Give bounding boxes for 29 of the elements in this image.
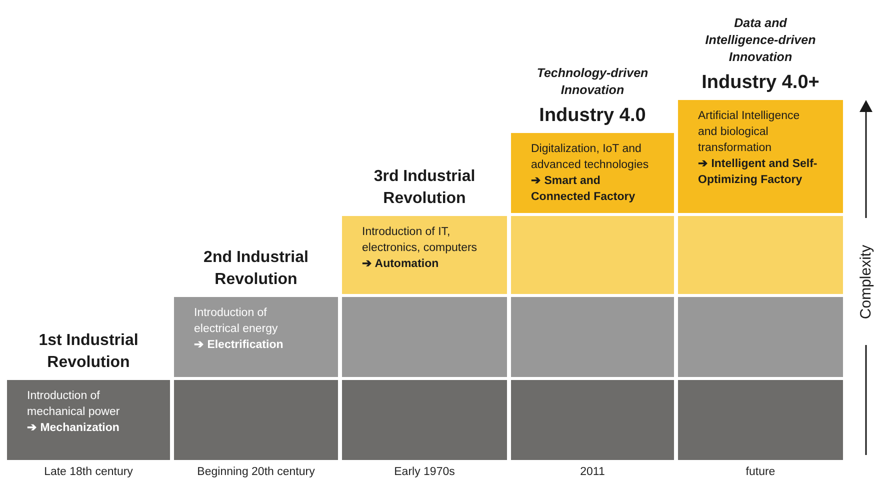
- stage-result: ➔ Electrification: [194, 338, 284, 353]
- stage-description: Introduction of mechanical power: [27, 389, 121, 420]
- stage-description: Introduction of electrical energy: [194, 306, 279, 337]
- era-label: future: [746, 466, 776, 478]
- stage-result: ➔ Mechanization: [27, 421, 120, 436]
- empty-stage-box: [342, 297, 507, 377]
- stage-heading: Industry 4.0+: [702, 72, 820, 94]
- empty-stage-box: [678, 216, 843, 294]
- empty-stage-box: [678, 297, 843, 377]
- empty-stage-box: [511, 380, 674, 460]
- empty-stage-box: [678, 380, 843, 460]
- stage-heading: 2nd Industrial Revolution: [202, 248, 310, 290]
- stage-result: ➔ Intelligent and Self-Optimizing Factory: [698, 157, 818, 188]
- stage-heading: Industry 4.0: [539, 105, 646, 127]
- axis-label: Complexity: [858, 244, 874, 320]
- empty-stage-box: [174, 380, 338, 460]
- stage-description: Digitalization, IoT and advanced technologies: [531, 142, 650, 173]
- stage-result: ➔ Smart and Connected Factory: [531, 174, 636, 205]
- empty-stage-box: [511, 297, 674, 377]
- stage-tagline: Data and Intelligence-driven Innovation: [704, 15, 817, 66]
- stage-result: ➔ Automation: [362, 257, 440, 272]
- era-label: 2011: [580, 466, 605, 478]
- stage-heading: 3rd Industrial Revolution: [372, 167, 476, 209]
- stage-heading: 1st Industrial Revolution: [38, 331, 140, 373]
- empty-stage-box: [511, 216, 674, 294]
- stage-description: Artificial Intelligence and biological transformation: [698, 109, 801, 156]
- stage-tagline: Technology-driven Innovation: [536, 65, 650, 99]
- empty-stage-box: [342, 380, 507, 460]
- stage-description: Introduction of IT, electronics, computers: [362, 225, 478, 256]
